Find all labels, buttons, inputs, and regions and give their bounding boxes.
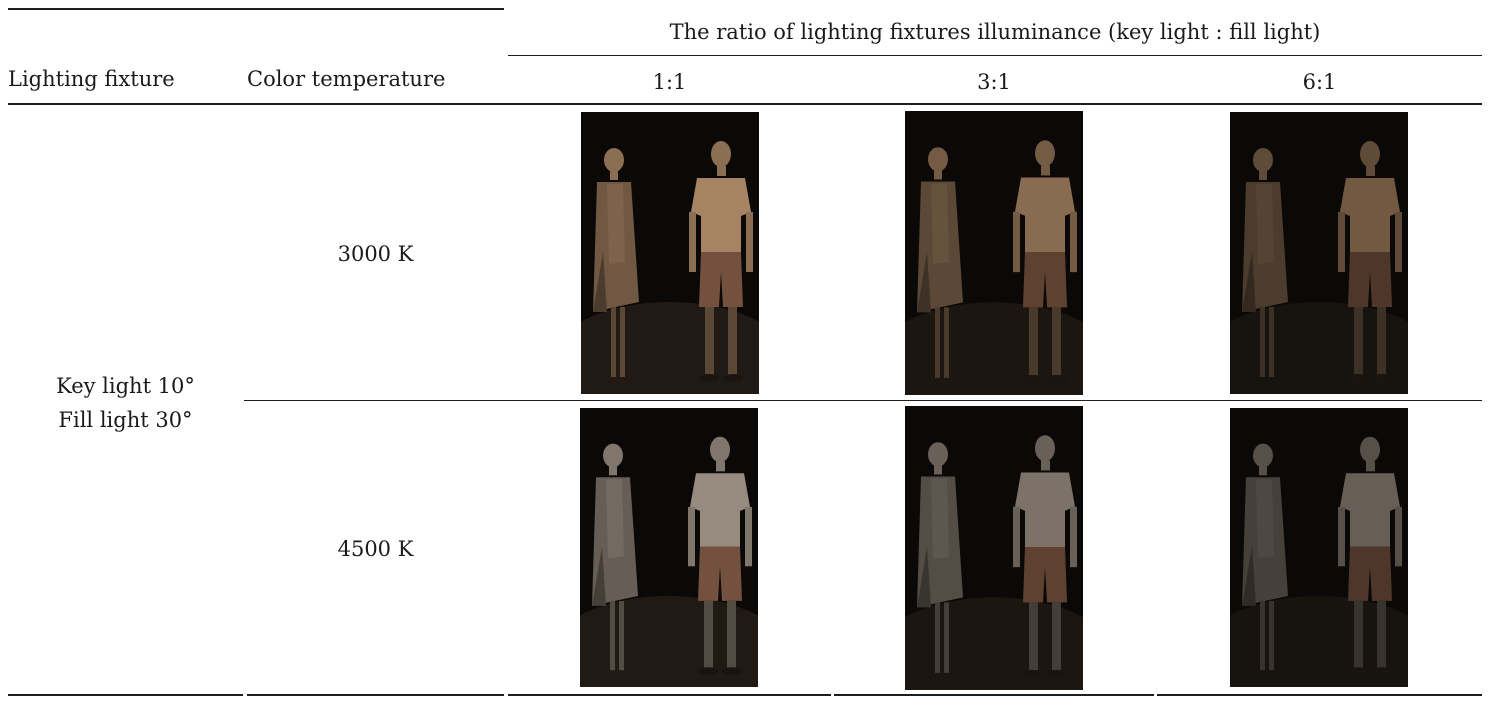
color-temperature-4500k: 4500 K bbox=[337, 537, 414, 561]
header-bottom-rule bbox=[8, 103, 1482, 105]
render-image bbox=[581, 112, 759, 394]
render-image bbox=[1230, 408, 1408, 687]
group-header-rule bbox=[508, 55, 1482, 56]
table-bottom-rule-1 bbox=[8, 694, 243, 696]
table-bottom-rule-3 bbox=[508, 694, 831, 696]
table-bottom-rule-4 bbox=[834, 694, 1154, 696]
fixture-fill-light: Fill light 30° bbox=[58, 408, 193, 432]
header-ratio-6-1: 6:1 bbox=[1302, 70, 1337, 94]
render-image bbox=[1230, 112, 1408, 394]
header-lighting-fixture: Lighting fixture bbox=[8, 67, 175, 91]
header-ratio-1-1: 1:1 bbox=[652, 70, 687, 94]
color-temperature-3000k: 3000 K bbox=[337, 242, 414, 266]
row-separator-rule bbox=[244, 400, 1482, 401]
render-image bbox=[580, 408, 758, 687]
ratio-group-header: The ratio of lighting fixtures illuminan… bbox=[669, 20, 1321, 44]
render-image bbox=[905, 111, 1083, 395]
fixture-key-light: Key light 10° bbox=[56, 374, 195, 398]
table-bottom-rule-2 bbox=[247, 694, 504, 696]
table-bottom-rule-5 bbox=[1157, 694, 1482, 696]
header-color-temperature: Color temperature bbox=[247, 67, 446, 91]
table-top-rule-left bbox=[8, 8, 504, 10]
header-ratio-3-1: 3:1 bbox=[977, 70, 1011, 94]
render-image bbox=[905, 406, 1083, 690]
